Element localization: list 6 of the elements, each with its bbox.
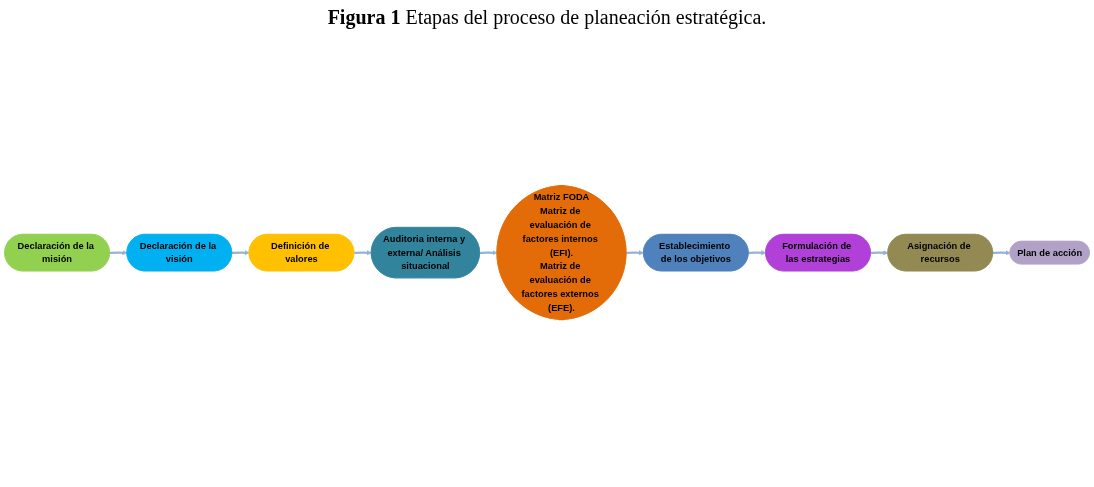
arrow bbox=[992, 250, 1011, 256]
arrow bbox=[354, 250, 372, 256]
arrow bbox=[479, 250, 498, 256]
arrow bbox=[626, 250, 644, 256]
arrow bbox=[231, 250, 250, 256]
figure-title: Figura 1 Etapas del proceso de planeación estratégica. bbox=[326, 6, 768, 29]
